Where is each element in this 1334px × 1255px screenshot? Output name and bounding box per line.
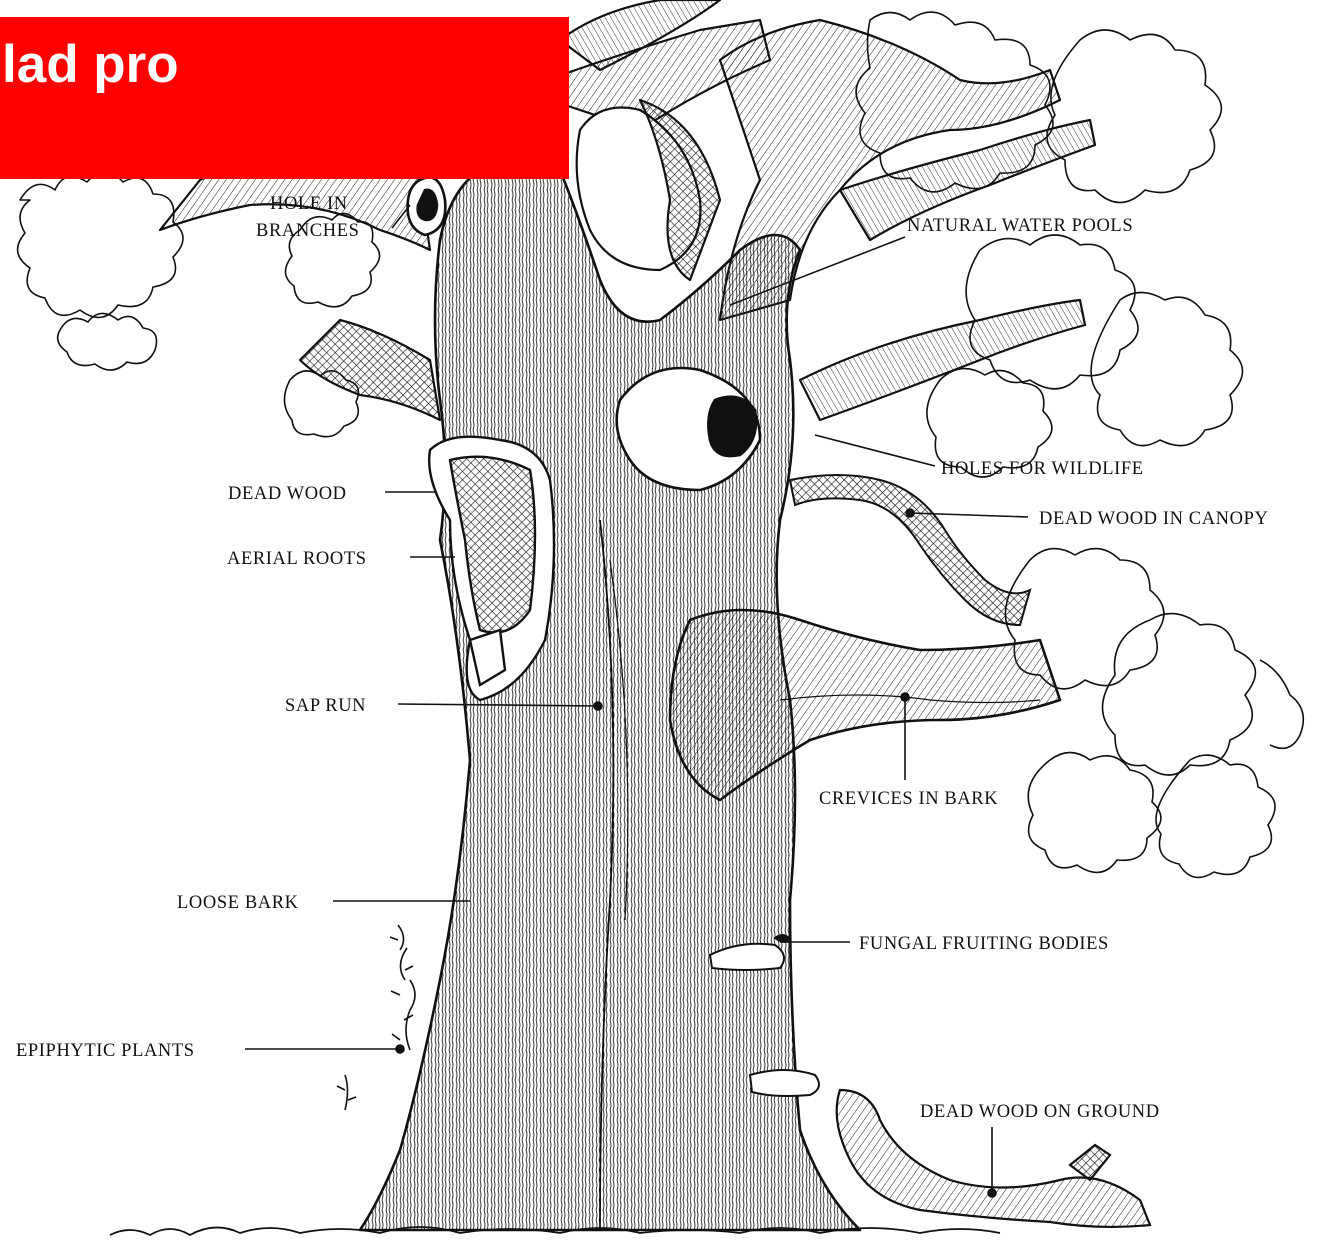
red-banner: lad pro: [0, 17, 569, 179]
label-fungal-fruiting-bodies: FUNGAL FRUITING BODIES: [859, 934, 1109, 954]
banner-text: lad pro: [2, 35, 179, 95]
label-aerial-roots: AERIAL ROOTS: [227, 549, 367, 569]
label-dead-wood-in-canopy: DEAD WOOD IN CANOPY: [1039, 509, 1268, 529]
label-loose-bark: LOOSE BARK: [177, 893, 299, 913]
label-hole-in-branches-1: HOLE IN: [270, 194, 348, 214]
label-dead-wood-on-ground: DEAD WOOD ON GROUND: [920, 1102, 1160, 1122]
label-hole-in-branches-2: BRANCHES: [256, 221, 360, 241]
trunk: [360, 160, 1060, 1230]
label-crevices-in-bark: CREVICES IN BARK: [819, 789, 998, 809]
label-epiphytic-plants: EPIPHYTIC PLANTS: [16, 1041, 195, 1061]
label-natural-water-pools: NATURAL WATER POOLS: [907, 216, 1133, 236]
epiphytic-plants: [337, 925, 415, 1110]
dead-wood-canopy-branch: [790, 475, 1030, 625]
label-dead-wood: DEAD WOOD: [228, 484, 347, 504]
label-sap-run: SAP RUN: [285, 696, 366, 716]
label-holes-for-wildlife: HOLES FOR WILDLIFE: [941, 459, 1144, 479]
